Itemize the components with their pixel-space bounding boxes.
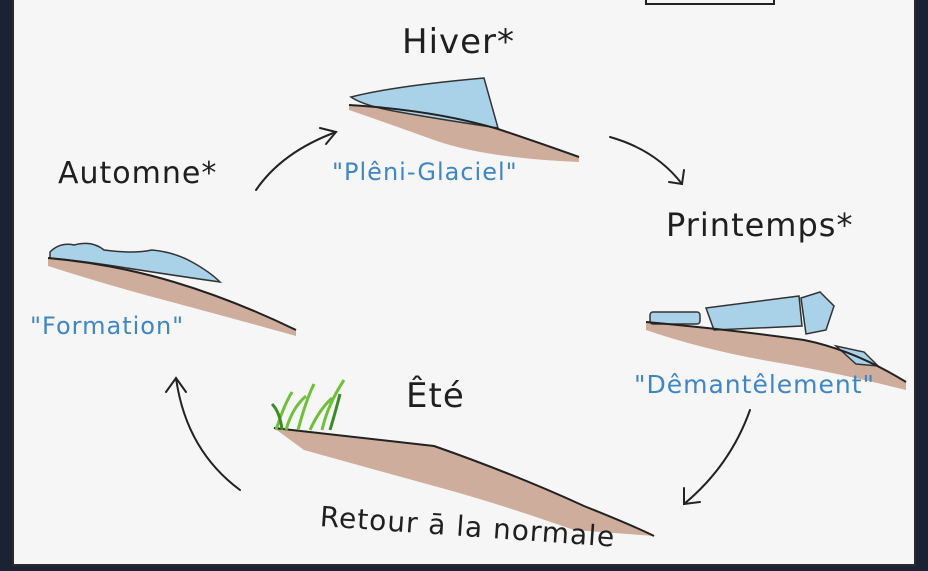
- winter-label: Hiver*: [402, 22, 515, 62]
- autumn-label: Automne*: [58, 156, 217, 191]
- spring-phase-label: "Dêmantêlement": [634, 370, 875, 399]
- arrow-autumn-to-winter: [256, 128, 336, 190]
- winter-illustration: [349, 78, 579, 162]
- arrow-summer-to-autumn: [166, 378, 240, 490]
- frame-fragment: [646, 0, 774, 4]
- cycle-illustration: [14, 0, 916, 566]
- ice-block-3: [801, 292, 834, 334]
- arrow-spring-to-summer: [684, 410, 750, 504]
- arrow-winter-to-spring: [610, 137, 684, 184]
- summer-label: Êté: [406, 376, 465, 416]
- spring-label: Printemps*: [666, 206, 853, 244]
- autumn-phase-label: "Formation": [30, 312, 184, 340]
- winter-phase-label: "Plêni-Glaciel": [332, 158, 518, 186]
- ice-block-2: [706, 296, 802, 330]
- grass-tuft: [272, 380, 344, 430]
- drawing-sheet: Hiver* "Plêni-Glaciel" Printemps* "Dêman…: [12, 0, 916, 566]
